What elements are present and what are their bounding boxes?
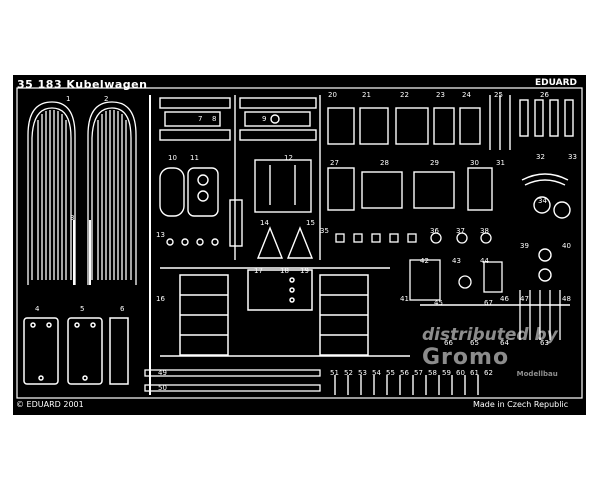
- part-number-64: 64: [500, 339, 509, 347]
- part-number-56: 56: [400, 369, 409, 377]
- watermark-line2: Gromo: [422, 345, 510, 370]
- brand-logo: EDUARD: [535, 78, 578, 88]
- watermark-line3: Modellbau: [516, 370, 558, 378]
- part-number-22: 22: [400, 91, 409, 99]
- part-number-25: 25: [494, 91, 503, 99]
- part-number-3: 3: [70, 214, 75, 222]
- right-top-panels: [327, 95, 574, 282]
- part-number-33: 33: [568, 153, 577, 161]
- copyright-text: © EDUARD 2001: [16, 400, 84, 409]
- part-number-43: 43: [452, 257, 461, 265]
- part-number-32: 32: [536, 153, 545, 161]
- bottom-pin-row: [334, 304, 570, 395]
- part-number-11: 11: [190, 154, 199, 162]
- made-in-text: Made in Czech Republic: [473, 400, 569, 409]
- part-number-17: 17: [254, 267, 263, 275]
- part-number-20: 20: [328, 91, 337, 99]
- part-number-35: 35: [320, 227, 329, 235]
- part-number-16: 16: [156, 295, 165, 303]
- part-number-39: 39: [520, 242, 529, 250]
- part-number-21: 21: [362, 91, 371, 99]
- part-number-51: 51: [330, 369, 339, 377]
- part-number-8: 8: [212, 115, 217, 123]
- watermark: distributed by Gromo Modellbau: [422, 325, 558, 378]
- part-number-38: 38: [480, 227, 489, 235]
- center-small-parts: [159, 159, 314, 259]
- part-number-67: 67: [484, 299, 493, 307]
- part-number-34: 34: [538, 197, 547, 205]
- part-number-60: 60: [456, 369, 465, 377]
- part-number-14: 14: [260, 219, 269, 227]
- hood-strips: [73, 95, 151, 395]
- right-mid-parts: [335, 232, 561, 340]
- part-number-61: 61: [470, 369, 479, 377]
- part-number-62: 62: [484, 369, 493, 377]
- part-number-27: 27: [330, 159, 339, 167]
- part-number-47: 47: [520, 295, 529, 303]
- part-number-15: 15: [306, 219, 315, 227]
- part-number-18: 18: [280, 267, 289, 275]
- part-number-66: 66: [444, 339, 453, 347]
- part-number-41: 41: [400, 295, 409, 303]
- part-number-24: 24: [462, 91, 471, 99]
- top-center-strips: [159, 95, 321, 260]
- part-number-46: 46: [500, 295, 509, 303]
- part-number-54: 54: [372, 369, 381, 377]
- part-number-10: 10: [168, 154, 177, 162]
- part-number-63: 63: [540, 339, 549, 347]
- kit-title: 35 183 Kubelwagen: [17, 78, 148, 91]
- part-number-28: 28: [380, 159, 389, 167]
- part-number-48: 48: [562, 295, 571, 303]
- part-number-26: 26: [540, 91, 549, 99]
- part-number-42: 42: [420, 257, 429, 265]
- part-number-1: 1: [66, 95, 71, 103]
- part-number-31: 31: [496, 159, 505, 167]
- hood-panel-right: [87, 101, 137, 285]
- part-number-2: 2: [104, 95, 109, 103]
- part-number-23: 23: [436, 91, 445, 99]
- part-number-9: 9: [262, 115, 267, 123]
- part-number-44: 44: [480, 257, 489, 265]
- part-number-37: 37: [456, 227, 465, 235]
- part-number-58: 58: [428, 369, 437, 377]
- part-number-12: 12: [284, 154, 293, 162]
- part-number-40: 40: [562, 242, 571, 250]
- part-number-59: 59: [442, 369, 451, 377]
- part-number-49: 49: [158, 369, 167, 377]
- lower-left-plates: [23, 317, 129, 385]
- ladder-frames: [160, 267, 410, 357]
- part-number-6: 6: [120, 305, 125, 313]
- part-number-65: 65: [470, 339, 479, 347]
- part-number-45: 45: [434, 299, 443, 307]
- part-number-36: 36: [430, 227, 439, 235]
- part-number-30: 30: [470, 159, 479, 167]
- part-number-19: 19: [300, 267, 309, 275]
- part-number-52: 52: [344, 369, 353, 377]
- part-number-57: 57: [414, 369, 423, 377]
- watermark-line1: distributed by: [422, 325, 558, 345]
- part-number-13: 13: [156, 231, 165, 239]
- part-number-29: 29: [430, 159, 439, 167]
- fret-inner-border: [16, 87, 583, 399]
- part-number-55: 55: [386, 369, 395, 377]
- part-number-50: 50: [158, 384, 167, 392]
- part-number-53: 53: [358, 369, 367, 377]
- long-strips: [144, 369, 321, 392]
- part-number-5: 5: [80, 305, 85, 313]
- hood-panel-left: [27, 101, 76, 285]
- part-number-7: 7: [198, 115, 203, 123]
- part-number-4: 4: [35, 305, 40, 313]
